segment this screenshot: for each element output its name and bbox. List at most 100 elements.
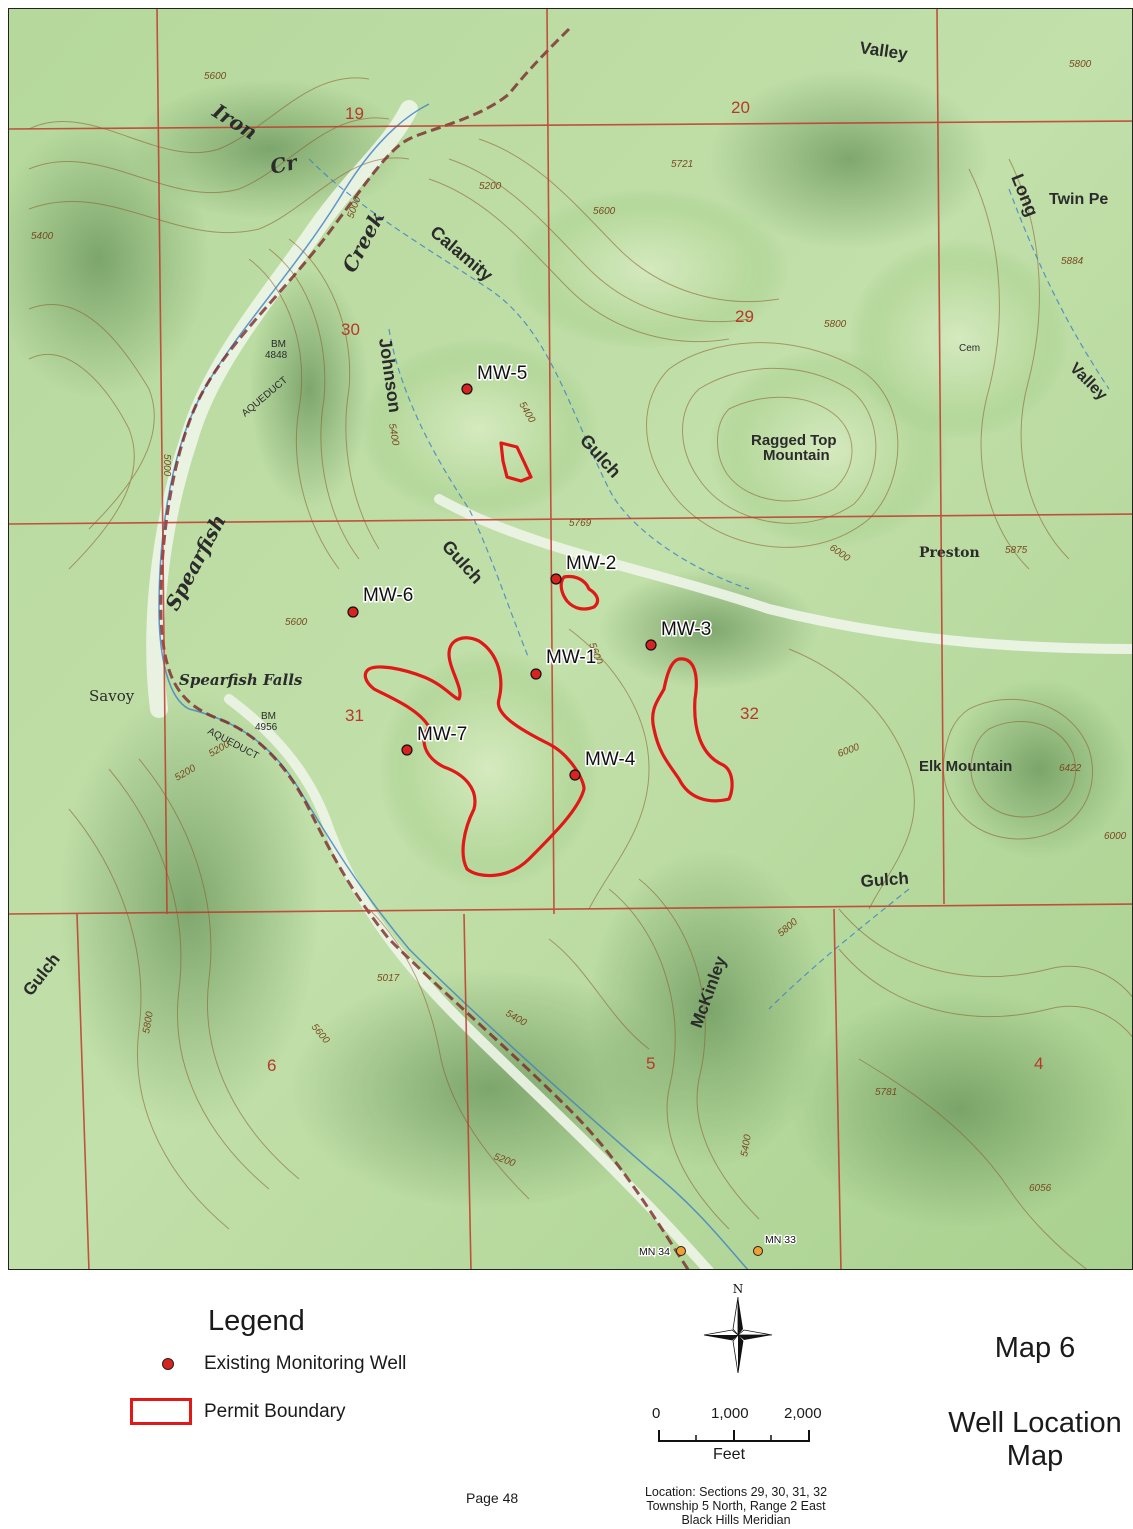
spearfish-creek — [158, 103, 749, 1269]
section-number: 32 — [740, 704, 759, 723]
well-label: MN 33 — [765, 1234, 796, 1246]
topographic-map: 19 20 29 30 31 32 6 5 4 Valley Valley Ir… — [8, 8, 1133, 1270]
section-number: 29 — [735, 307, 754, 326]
scale-bar — [658, 1430, 810, 1442]
label-ragged-mountain: Mountain — [763, 447, 830, 464]
well-marker — [530, 668, 542, 680]
location-line: Black Hills Meridian — [681, 1513, 791, 1527]
section-number: 20 — [731, 98, 750, 117]
elevation-label: 5000 — [161, 454, 172, 477]
elevation-label: 5600 — [285, 617, 308, 628]
well-mw-2[interactable]: MW-2 — [550, 552, 618, 585]
well-marker — [676, 1246, 686, 1256]
section-number: 30 — [341, 320, 360, 339]
well-label: MW-5 — [477, 363, 527, 384]
label-benchmark: BM — [271, 339, 286, 350]
well-label: MW-7 — [417, 724, 467, 745]
elevation-label: 5017 — [377, 973, 400, 984]
elevation-label: 6422 — [1059, 763, 1082, 774]
elevation-label: 5884 — [1061, 256, 1084, 267]
valley-floors — [146, 100, 1132, 1269]
location-block: Location: Sections 29, 30, 31, 32 Townsh… — [598, 1485, 874, 1527]
north-label: N — [733, 1282, 744, 1296]
elevation-label: 5400 — [31, 231, 54, 242]
well-mn-33[interactable]: MN 33 — [753, 1233, 797, 1256]
scale-tick-label: 2,000 — [784, 1405, 822, 1422]
elevation-label: 5781 — [875, 1087, 897, 1098]
label-twin-pe: Twin Pe — [1049, 191, 1108, 208]
well-marker — [753, 1246, 763, 1256]
well-marker — [569, 769, 581, 781]
location-line: Township 5 North, Range 2 East — [646, 1499, 826, 1513]
elevation-label: 6000 — [1104, 831, 1127, 842]
map-title-line2: Map — [1006, 1440, 1064, 1472]
well-marker — [401, 744, 413, 756]
map-number: Map 6 — [994, 1332, 1076, 1364]
well-mw-5[interactable]: MW-5 — [461, 362, 529, 395]
well-label: MW-4 — [585, 749, 636, 770]
well-dot-icon — [162, 1358, 174, 1370]
label-savoy: Savoy — [89, 687, 135, 705]
contour-lines — [28, 77, 1132, 1269]
elevation-label: 6056 — [1029, 1183, 1052, 1194]
section-lines — [9, 9, 1132, 1269]
map-canvas: 19 20 29 30 31 32 6 5 4 Valley Valley Ir… — [9, 9, 1132, 1269]
well-marker — [461, 383, 473, 395]
north-arrow-icon: N — [703, 1282, 773, 1374]
scale-unit: Feet — [713, 1446, 746, 1463]
well-label: MW-1 — [546, 647, 596, 668]
relief-highlights — [359, 189, 1069, 889]
label-benchmark: 4848 — [265, 350, 288, 361]
well-label: MW-2 — [566, 553, 616, 574]
location-line: Location: Sections 29, 30, 31, 32 — [644, 1485, 828, 1499]
well-label: MN 34 — [639, 1246, 670, 1258]
scale-tick-label: 1,000 — [711, 1405, 749, 1422]
permit-boundary — [499, 441, 533, 483]
elevation-label: 5600 — [593, 206, 616, 217]
well-mw-4[interactable]: MW-4 — [569, 748, 637, 781]
legend-permit-label: Permit Boundary — [204, 1400, 346, 1422]
well-mn-34[interactable]: MN 34 — [638, 1245, 686, 1259]
legend-permit-row: Permit Boundary — [130, 1398, 346, 1425]
section-number: 6 — [267, 1056, 276, 1075]
well-mw-6[interactable]: MW-6 — [347, 584, 415, 618]
section-numbers: 19 20 29 30 31 32 6 5 4 — [267, 98, 1043, 1075]
legend-well-row: Existing Monitoring Well — [130, 1353, 406, 1375]
permit-boundary — [651, 657, 734, 803]
label-ragged-top: Ragged Top — [751, 432, 837, 449]
section-number: 31 — [345, 706, 364, 725]
well-marker — [347, 606, 359, 618]
well-mw-1[interactable]: MW-1 — [530, 646, 598, 680]
permit-boundaries — [363, 441, 734, 878]
elevation-label: 5200 — [479, 181, 502, 192]
elevation-label: 5769 — [569, 518, 592, 529]
label-elk-mountain: Elk Mountain — [919, 758, 1012, 775]
scale-tick-label: 0 — [652, 1405, 661, 1422]
permit-boundary-icon — [130, 1398, 192, 1425]
permit-boundary — [363, 636, 586, 878]
page-number: Page 48 — [466, 1490, 519, 1506]
monitoring-wells: MW-5 MW-2 MW-6 MW-3 MW-1 MW-7 MW-4 — [347, 362, 713, 781]
label-spearfish-falls: Spearfish Falls — [179, 671, 303, 689]
well-mw-3[interactable]: MW-3 — [645, 618, 713, 651]
elevation-label: 5800 — [141, 1010, 156, 1034]
label-benchmark: 4956 — [255, 722, 278, 733]
section-number: 5 — [646, 1054, 655, 1073]
elevation-label: 5875 — [1005, 545, 1028, 556]
elevation-label: 5800 — [1069, 59, 1092, 70]
well-label: MW-6 — [363, 585, 413, 606]
legend-well-label: Existing Monitoring Well — [204, 1353, 407, 1374]
well-mw-7[interactable]: MW-7 — [401, 723, 469, 756]
elevation-label: 5400 — [739, 1133, 754, 1157]
elevation-label: 5400 — [386, 423, 401, 447]
elevation-label: 5800 — [824, 319, 847, 330]
map-title-line1: Well Location — [948, 1407, 1122, 1439]
legend-title: Legend — [208, 1305, 305, 1337]
label-cem: Cem — [959, 343, 980, 354]
well-label: MW-3 — [661, 619, 711, 640]
highway-14a — [159, 27, 690, 1269]
label-benchmark: BM — [261, 711, 276, 722]
label-preston: Preston — [919, 545, 980, 561]
section-number: 4 — [1034, 1054, 1043, 1073]
permit-boundary — [559, 574, 600, 611]
